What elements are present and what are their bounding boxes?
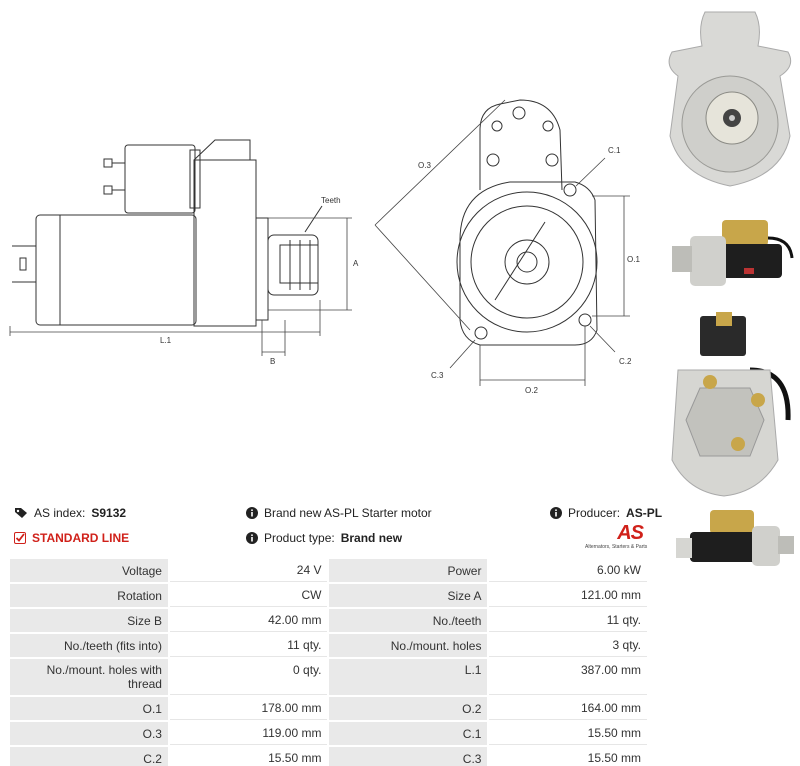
spec-value: 42.00 mm [169,609,328,632]
spec-value: 15.50 mm [489,747,647,766]
spec-key: C.1 [329,722,488,745]
spec-value: 24 V [169,559,328,582]
technical-drawing: Teeth A B L.1 O.3 C.1 O.1 C.2 C.3 O.2 [9,99,640,395]
info-icon [246,507,258,519]
spec-key: Power [329,559,488,582]
label-c1: C.1 [608,146,621,155]
info-icon [550,507,562,519]
logo-mark: AS [617,522,644,544]
spec-key: Size A [329,584,488,607]
spec-value: 11 qty. [169,634,328,657]
spec-key: Voltage [10,559,168,582]
product-type: Product type: Brand new [246,531,402,545]
product-type-label: Product type: [264,531,335,545]
spec-key: O.3 [10,722,168,745]
spec-value: 15.50 mm [169,747,328,766]
table-row: No./teeth (fits into) 11 qty. No./mount.… [10,634,647,657]
table-row: Voltage 24 V Power 6.00 kW [10,559,647,582]
standard-line: STANDARD LINE [14,531,129,545]
checkbox-icon [14,532,26,544]
standard-line-label: STANDARD LINE [32,531,130,545]
as-pl-logo: AS Alternators, Starters & Parts [585,522,655,552]
table-row: O.3 119.00 mm C.1 15.50 mm [10,722,647,745]
photo-front-view [668,11,792,187]
description: Brand new AS-PL Starter motor [246,506,432,520]
side-view-drawing [12,139,323,327]
producer-value: AS-PL [626,506,663,520]
spec-key: No./teeth [329,609,488,632]
label-teeth: Teeth [321,196,341,205]
producer-label: Producer: [568,506,621,520]
table-row: Rotation CW Size A 121.00 mm [10,584,647,607]
spec-key: Rotation [10,584,168,607]
spec-value: 3 qty. [489,634,647,657]
product-photos [660,0,800,766]
spec-key: No./mount. holes [329,634,488,657]
photo-rear-view [671,312,791,497]
spec-value: 164.00 mm [489,697,647,720]
spec-value: 178.00 mm [169,697,328,720]
spec-value: 11 qty. [489,609,647,632]
table-row: Size B 42.00 mm No./teeth 11 qty. [10,609,647,632]
spec-key: L.1 [329,659,488,695]
label-a: A [353,259,359,268]
spec-value: CW [169,584,328,607]
spec-value: 387.00 mm [489,659,647,695]
label-l1: L.1 [160,336,172,345]
table-row: O.1 178.00 mm O.2 164.00 mm [10,697,647,720]
label-c3: C.3 [431,371,444,380]
table-row: No./mount. holes with thread 0 qty. L.1 … [10,659,647,695]
label-c2: C.2 [619,357,632,366]
product-info: AS index: S9132 STANDARD LINE Brand new … [0,500,662,560]
product-type-value: Brand new [340,531,403,545]
tag-icon [14,507,28,519]
photo-side-view-2 [676,510,794,566]
info-icon [246,532,258,544]
spec-key: Size B [10,609,168,632]
label-b: B [270,357,275,366]
spec-key: C.2 [10,747,168,766]
producer: Producer: AS-PL [550,506,662,520]
table-row: C.2 15.50 mm C.3 15.50 mm [10,747,647,766]
spec-key: O.2 [329,697,488,720]
description-text: Brand new AS-PL Starter motor [264,506,432,520]
spec-value: 121.00 mm [489,584,647,607]
as-index-value: S9132 [91,506,127,520]
as-index-label: AS index: [34,506,86,520]
label-o1: O.1 [627,255,640,264]
specs-table: Voltage 24 V Power 6.00 kW Rotation CW S… [8,557,649,766]
as-index: AS index: S9132 [14,506,126,520]
front-view-drawing [456,99,598,346]
logo-tagline: Alternators, Starters & Parts [585,544,648,550]
spec-value: 0 qty. [169,659,328,695]
spec-key: No./mount. holes with thread [10,659,168,695]
spec-key: C.3 [329,747,488,766]
photo-side-view-1 [672,220,794,286]
label-o2: O.2 [525,386,538,395]
spec-value: 119.00 mm [169,722,328,745]
spec-key: No./teeth (fits into) [10,634,168,657]
spec-value: 15.50 mm [489,722,647,745]
label-o3: O.3 [418,161,431,170]
spec-value: 6.00 kW [489,559,647,582]
spec-key: O.1 [10,697,168,720]
